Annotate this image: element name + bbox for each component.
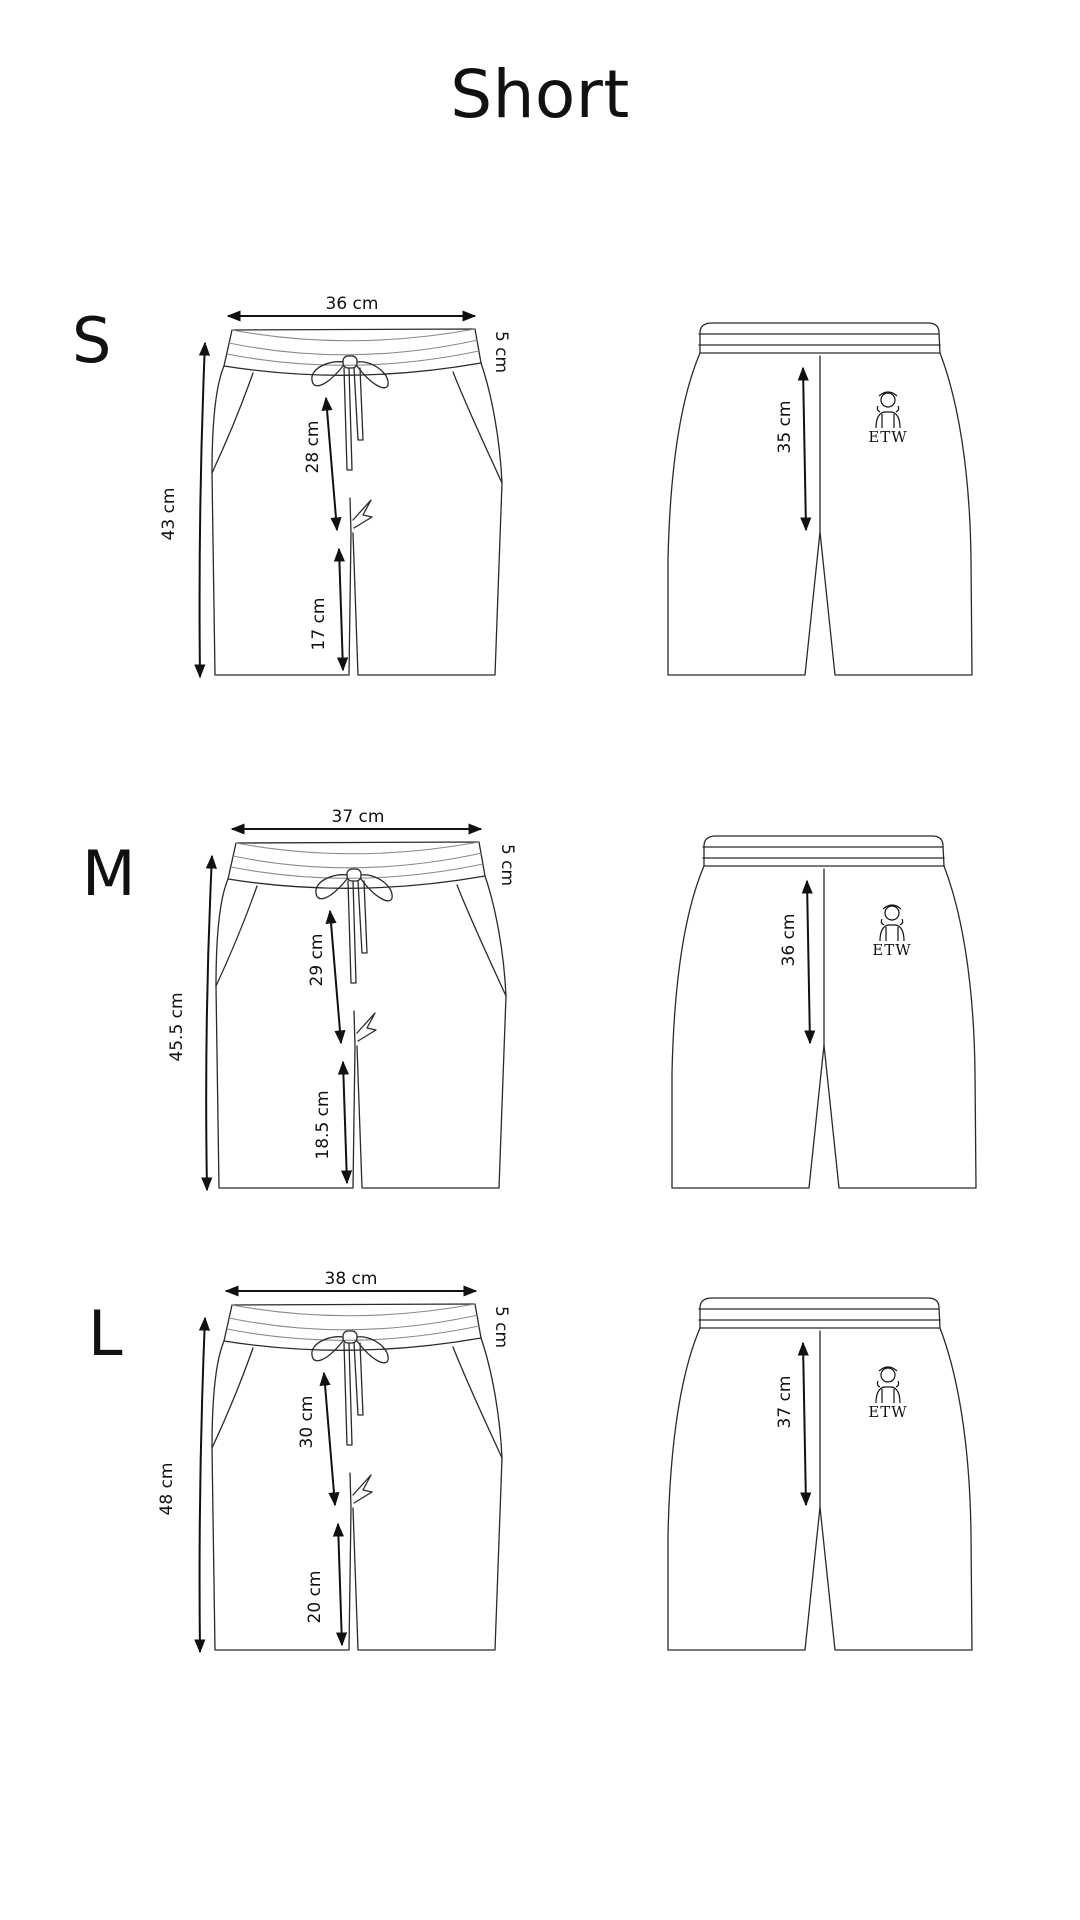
size-label-m: M bbox=[82, 837, 136, 910]
inseam-label: 18.5 cm bbox=[313, 1090, 333, 1159]
size-l-group: 38 cm 5 cm 48 cm 30 cm 20 cm 37 cm ETW bbox=[157, 1269, 973, 1654]
rise-label: 30 cm bbox=[297, 1396, 317, 1449]
backpacker-person-icon bbox=[875, 391, 901, 429]
total-length-label: 48 cm bbox=[157, 1463, 177, 1516]
inseam-label: 20 cm bbox=[305, 1571, 325, 1624]
backpacker-person-icon bbox=[875, 1366, 901, 1404]
waistband-height-label: 5 cm bbox=[491, 331, 511, 373]
waist-width-label: 37 cm bbox=[332, 807, 385, 827]
rise-arrow bbox=[319, 1371, 340, 1507]
rise-arrow bbox=[321, 396, 342, 532]
total-length-label: 45.5 cm bbox=[167, 992, 187, 1061]
rise-label: 28 cm bbox=[303, 421, 323, 474]
waist-width-label: 38 cm bbox=[325, 1269, 378, 1289]
inseam-arrow bbox=[332, 1522, 348, 1647]
back-rise-label: 35 cm bbox=[775, 401, 795, 454]
size-m-front-view: 37 cm 5 cm 45.5 cm 29 cm 18.5 cm bbox=[167, 807, 517, 1192]
size-m-group: 37 cm 5 cm 45.5 cm 29 cm 18.5 cm 36 cm E… bbox=[167, 807, 977, 1192]
size-s-group: 36 cm 5 cm 43 cm 28 cm 17 cm 35 cm ETW bbox=[159, 294, 973, 679]
size-l-back-view: 37 cm ETW bbox=[667, 1297, 973, 1651]
rise-label: 29 cm bbox=[307, 934, 327, 987]
page-title: Short bbox=[450, 56, 630, 133]
size-m-back-view: 36 cm ETW bbox=[671, 835, 977, 1189]
inseam-arrow bbox=[337, 1060, 353, 1185]
waistband-height-label: 5 cm bbox=[491, 1306, 511, 1348]
back-rise-arrow bbox=[801, 879, 816, 1045]
total-length-arrow bbox=[201, 854, 217, 1192]
inseam-arrow bbox=[333, 547, 349, 672]
waistband-height-label: 5 cm bbox=[497, 844, 517, 886]
brand-logo-text: ETW bbox=[872, 941, 911, 959]
waist-width-label: 36 cm bbox=[326, 294, 379, 314]
size-s-front-view: 36 cm 5 cm 43 cm 28 cm 17 cm bbox=[159, 294, 511, 679]
total-length-label: 43 cm bbox=[159, 488, 179, 541]
size-s-back-view: 35 cm ETW bbox=[667, 322, 973, 676]
brand-logo-text: ETW bbox=[868, 1403, 907, 1421]
back-rise-label: 37 cm bbox=[775, 1376, 795, 1429]
total-length-arrow bbox=[194, 1316, 211, 1654]
total-length-arrow bbox=[194, 341, 211, 679]
backpacker-person-icon bbox=[879, 904, 905, 942]
brand-logo-text: ETW bbox=[868, 428, 907, 446]
back-rise-label: 36 cm bbox=[779, 914, 799, 967]
size-l-front-view: 38 cm 5 cm 48 cm 30 cm 20 cm bbox=[157, 1269, 511, 1654]
back-rise-arrow bbox=[797, 366, 812, 532]
inseam-label: 17 cm bbox=[309, 598, 329, 651]
back-rise-arrow bbox=[797, 1341, 812, 1507]
size-label-l: L bbox=[88, 1297, 123, 1370]
rise-arrow bbox=[325, 909, 346, 1045]
size-label-s: S bbox=[72, 304, 112, 377]
